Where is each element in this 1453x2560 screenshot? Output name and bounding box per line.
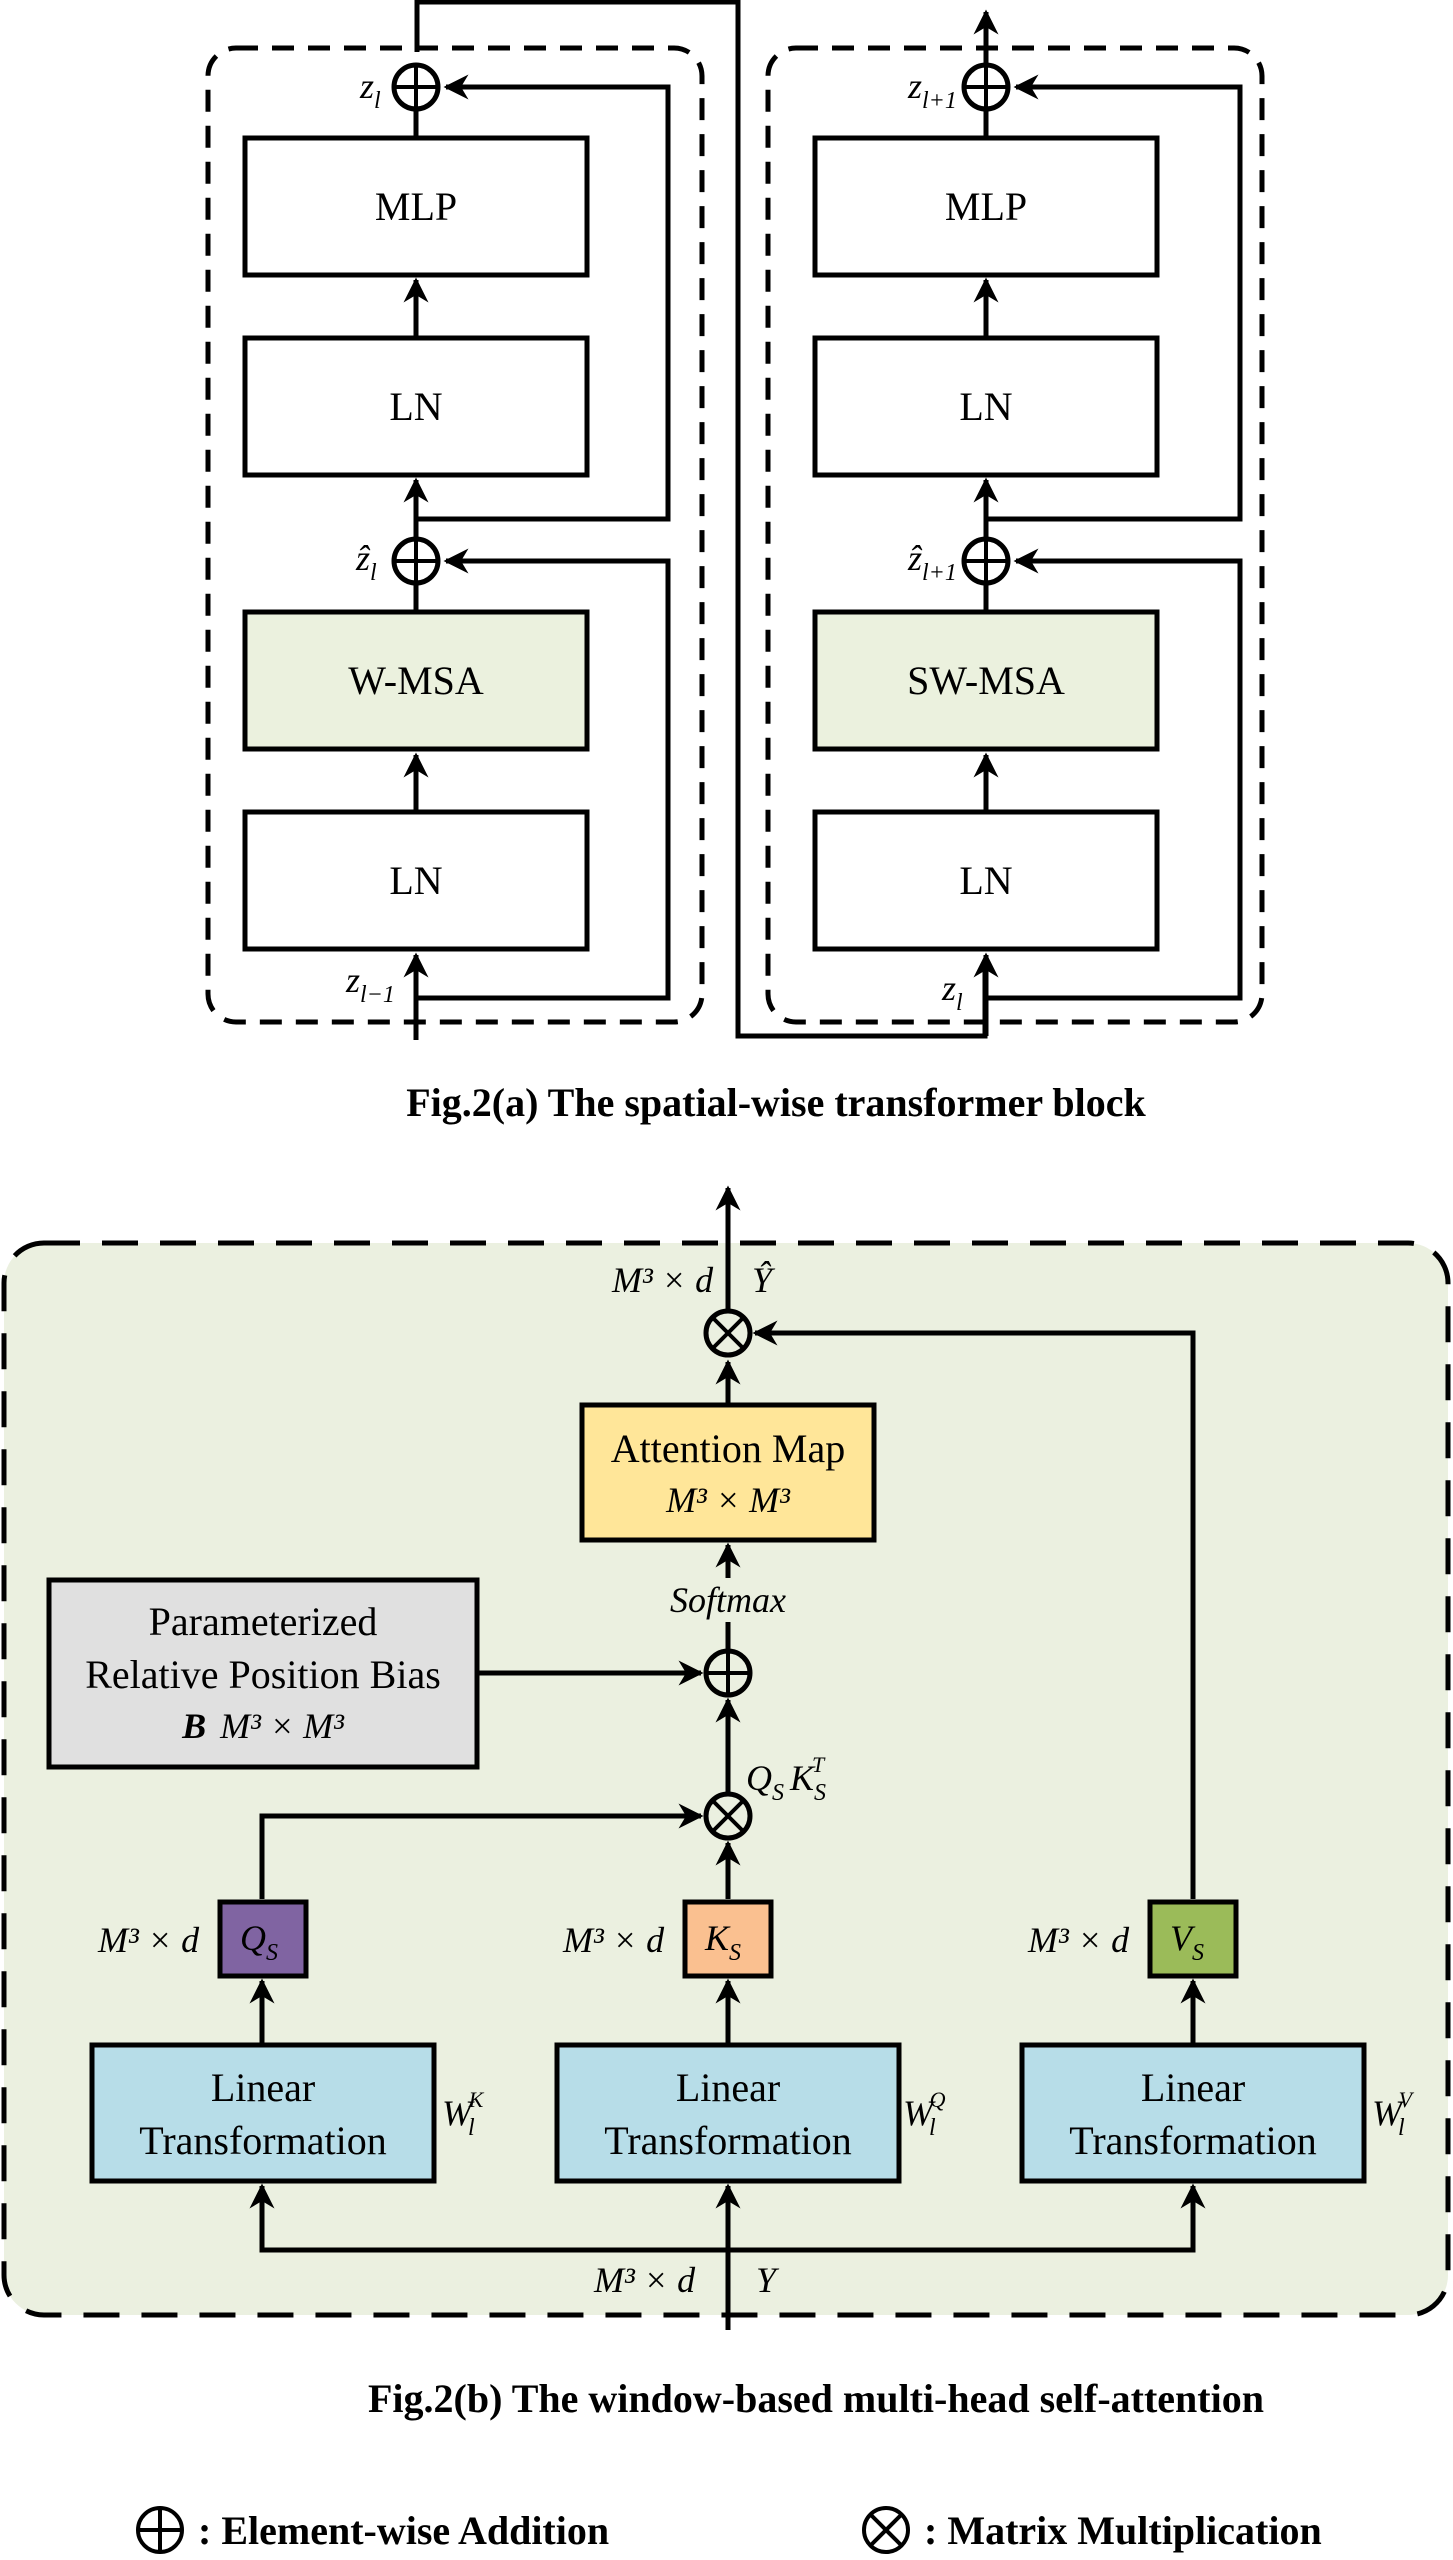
mlp-label: MLP bbox=[945, 184, 1027, 229]
bias-add-node bbox=[703, 1648, 753, 1698]
linear-q-line2: Transformation bbox=[139, 2118, 386, 2163]
figure-b: M³ × d Ŷ Attention Map M³ × M³ Softmax P… bbox=[1, 1185, 1451, 2421]
add-node-top bbox=[961, 62, 1011, 112]
v-box-label: VS bbox=[1170, 1918, 1204, 1966]
weight-q-label: WlK bbox=[442, 2087, 485, 2141]
attention-map-dim: M³ × M³ bbox=[665, 1480, 791, 1520]
mlp-box bbox=[242, 135, 590, 278]
linear-transformation-k bbox=[554, 2042, 902, 2184]
qk-multiply-node bbox=[703, 1791, 753, 1841]
attention-map-title: Attention Map bbox=[611, 1426, 845, 1471]
softmax-label-bg bbox=[650, 1578, 810, 1622]
add-node-mid bbox=[961, 536, 1011, 586]
v-box bbox=[1147, 1899, 1239, 1979]
figure-a: MLP LN W-MSA LN bbox=[205, 0, 1265, 1125]
q-to-multiply-arrow bbox=[259, 1803, 704, 1899]
residual-path-2 bbox=[416, 74, 671, 522]
linear-v-line2: Transformation bbox=[1069, 2118, 1316, 2163]
q-box-label: QS bbox=[240, 1918, 278, 1966]
residual-path-2 bbox=[986, 74, 1243, 522]
add-node-top bbox=[391, 62, 441, 112]
sw-msa-label: SW-MSA bbox=[907, 658, 1065, 703]
ln-label-lower: LN bbox=[389, 858, 442, 903]
ln-box-lower bbox=[242, 809, 590, 952]
input-var-label: zl bbox=[941, 968, 963, 1016]
linear-transformation-v bbox=[1019, 2042, 1367, 2184]
legend: : Element-wise Addition : Matrix Multipl… bbox=[136, 2506, 1322, 2554]
output-var-label: zl+1 bbox=[907, 66, 957, 114]
add-node-mid bbox=[391, 536, 441, 586]
attention-map-box bbox=[579, 1402, 877, 1543]
q-dim-label: M³ × d bbox=[97, 1920, 200, 1960]
ln-box-upper bbox=[812, 335, 1160, 478]
input-var-label: zl−1 bbox=[345, 960, 395, 1008]
q-box bbox=[217, 1899, 309, 1979]
linear-q-line1: Linear bbox=[211, 2065, 315, 2110]
residual-path-1 bbox=[986, 548, 1243, 1001]
mlp-box bbox=[812, 135, 1160, 278]
output-var-label: Ŷ bbox=[752, 1260, 776, 1300]
ln-label-upper: LN bbox=[389, 384, 442, 429]
linear-v-line1: Linear bbox=[1141, 2065, 1245, 2110]
left-block-container bbox=[205, 45, 705, 1025]
mlp-label: MLP bbox=[375, 184, 457, 229]
mid-var-label: ẑl+1 bbox=[907, 538, 957, 586]
ln-label-lower: LN bbox=[959, 858, 1012, 903]
k-dim-label: M³ × d bbox=[562, 1920, 665, 1960]
figure-a-caption: Fig.2(a) The spatial-wise transformer bl… bbox=[406, 1080, 1146, 1125]
linear-transformation-q bbox=[89, 2042, 437, 2184]
w-msa-label: W-MSA bbox=[348, 658, 484, 703]
left-block: MLP LN W-MSA LN bbox=[242, 62, 671, 1040]
v-dim-label: M³ × d bbox=[1027, 1920, 1130, 1960]
sw-msa-box bbox=[812, 609, 1160, 752]
weight-k-label: WlQ bbox=[903, 2087, 946, 2141]
bias-line2: Relative Position Bias bbox=[85, 1652, 441, 1697]
right-block: MLP LN SW-MSA LN bbox=[812, 9, 1243, 1036]
linear-k-line1: Linear bbox=[676, 2065, 780, 2110]
weight-v-label: WlV bbox=[1372, 2087, 1415, 2141]
k-box bbox=[682, 1899, 774, 1979]
output-var-label: zl bbox=[359, 66, 381, 114]
ln-label-upper: LN bbox=[959, 384, 1012, 429]
legend-addition-label: : Element-wise Addition bbox=[198, 2508, 609, 2553]
input-dim-label: M³ × d bbox=[593, 2260, 696, 2300]
element-wise-addition-icon bbox=[136, 2506, 184, 2554]
matrix-multiplication-icon bbox=[862, 2506, 910, 2554]
legend-multiplication-label: : Matrix Multiplication bbox=[924, 2508, 1322, 2553]
right-block-container bbox=[765, 45, 1265, 1025]
linear-k-line2: Transformation bbox=[604, 2118, 851, 2163]
bias-line1: Parameterized bbox=[149, 1599, 378, 1644]
w-msa-box bbox=[242, 609, 590, 752]
output-dim-label: M³ × d bbox=[611, 1260, 714, 1300]
k-box-label: KS bbox=[704, 1918, 741, 1966]
mid-var-label: ẑl bbox=[355, 538, 377, 586]
softmax-label: Softmax bbox=[670, 1580, 786, 1620]
ln-box-upper bbox=[242, 335, 590, 478]
input-var-label: Y bbox=[756, 2260, 780, 2300]
v-to-output-arrow bbox=[752, 1320, 1196, 1899]
output-multiply-node bbox=[703, 1308, 753, 1358]
ln-box-lower bbox=[812, 809, 1160, 952]
figure-b-caption: Fig.2(b) The window-based multi-head sel… bbox=[368, 2376, 1264, 2421]
residual-path-1 bbox=[416, 548, 671, 1001]
